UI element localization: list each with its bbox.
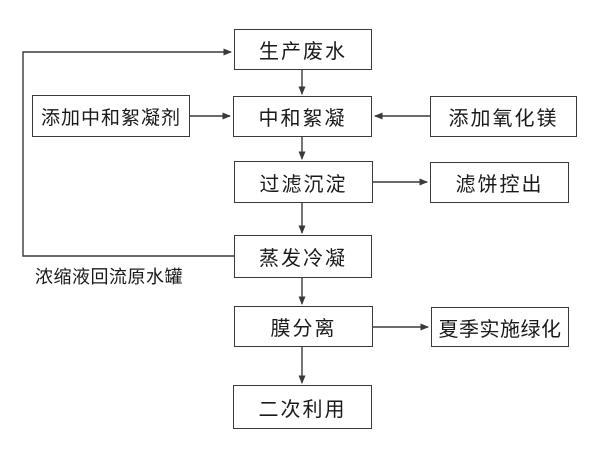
node-label: 生产废水 (259, 39, 347, 63)
edge-recycle-loop (22, 48, 234, 257)
node-filtration-sedimentation: 过滤沉淀 (234, 161, 373, 203)
node-evaporation-condensation: 蒸发冷凝 (234, 235, 372, 278)
node-label: 中和絮凝 (258, 106, 347, 130)
node-add-magnesium-oxide: 添加氧化镁 (430, 96, 577, 137)
node-summer-greening: 夏季实施绿化 (431, 307, 569, 347)
node-label: 过滤沉淀 (259, 171, 348, 196)
node-filter-cake-discharge: 滤饼控出 (430, 162, 569, 203)
node-label: 添加氧化镁 (448, 106, 559, 130)
node-label: 滤饼控出 (455, 172, 544, 196)
node-label: 夏季实施绿化 (438, 316, 562, 341)
node-label: 添加中和絮凝剂 (40, 106, 181, 129)
node-secondary-use: 二次利用 (233, 385, 372, 429)
node-add-neutralizing-flocculant: 添加中和絮凝剂 (32, 95, 190, 137)
recycle-loop-annotation: 浓缩液回流原水罐 (35, 267, 183, 288)
node-label: 膜分离 (270, 316, 337, 340)
node-label: 二次利用 (258, 396, 347, 421)
node-production-wastewater: 生产废水 (234, 29, 372, 70)
node-neutralization-flocculation: 中和絮凝 (233, 96, 372, 137)
node-label: 蒸发冷凝 (259, 246, 347, 270)
node-membrane-separation: 膜分离 (234, 306, 373, 347)
